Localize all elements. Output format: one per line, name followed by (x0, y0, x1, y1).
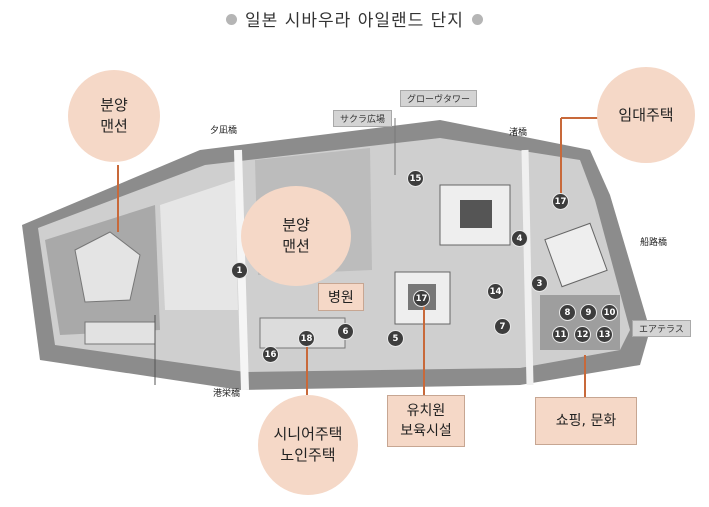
marker-18: 18 (298, 330, 315, 347)
marker-6: 6 (337, 323, 354, 340)
marker-1: 1 (231, 262, 248, 279)
sign-sakura: サクラ広場 (333, 110, 393, 127)
title-bullet-left (226, 13, 238, 25)
east-road (521, 149, 534, 386)
marker-13: 13 (596, 326, 613, 343)
sign-grove: グローヴタワー (400, 90, 478, 107)
callout-hospital: 병원 (318, 283, 364, 311)
marker-15: 15 (407, 170, 424, 187)
marker-5: 5 (387, 330, 404, 347)
field-area (160, 180, 238, 310)
marker-4: 4 (511, 230, 528, 247)
marker-9: 9 (580, 304, 597, 321)
marker-10: 10 (601, 304, 618, 321)
bridge-nagisa: 渚橋 (509, 128, 528, 138)
bridge-funaji: 船路橋 (640, 238, 668, 248)
marker-14: 14 (487, 283, 504, 300)
callout-bunyang-2: 분양 맨션 (241, 186, 351, 286)
marker-11: 11 (552, 326, 569, 343)
marker-7: 7 (494, 318, 511, 335)
title-text: 일본 시바우라 아일랜드 단지 (245, 11, 464, 31)
marker-8: 8 (559, 304, 576, 321)
marker-12: 12 (574, 326, 591, 343)
bridge-yugiri: 夕凪橋 (210, 126, 238, 136)
callout-shopping: 쇼핑, 문화 (535, 397, 637, 445)
bridge-kouei: 港栄橋 (213, 389, 241, 399)
southwest-building (84, 321, 156, 345)
title-bullet-right (471, 13, 483, 25)
marker-16: 16 (262, 346, 279, 363)
map-title: 일본 시바우라 아일랜드 단지 (0, 6, 709, 31)
grove-tower-core (460, 200, 492, 228)
marker-3: 3 (531, 275, 548, 292)
callout-bunyang-1: 분양 맨션 (68, 70, 160, 162)
marker-17-kindergarten: 17 (413, 290, 430, 307)
marker-17-rental: 17 (552, 193, 569, 210)
callout-kindergarten: 유치원 보육시설 (387, 395, 465, 447)
callout-rental: 임대주택 (597, 67, 695, 163)
rental-building (544, 222, 608, 288)
callout-senior: 시니어주택 노인주택 (258, 395, 358, 495)
sign-terrace: エアテラス (632, 320, 691, 337)
west-building (74, 231, 141, 303)
